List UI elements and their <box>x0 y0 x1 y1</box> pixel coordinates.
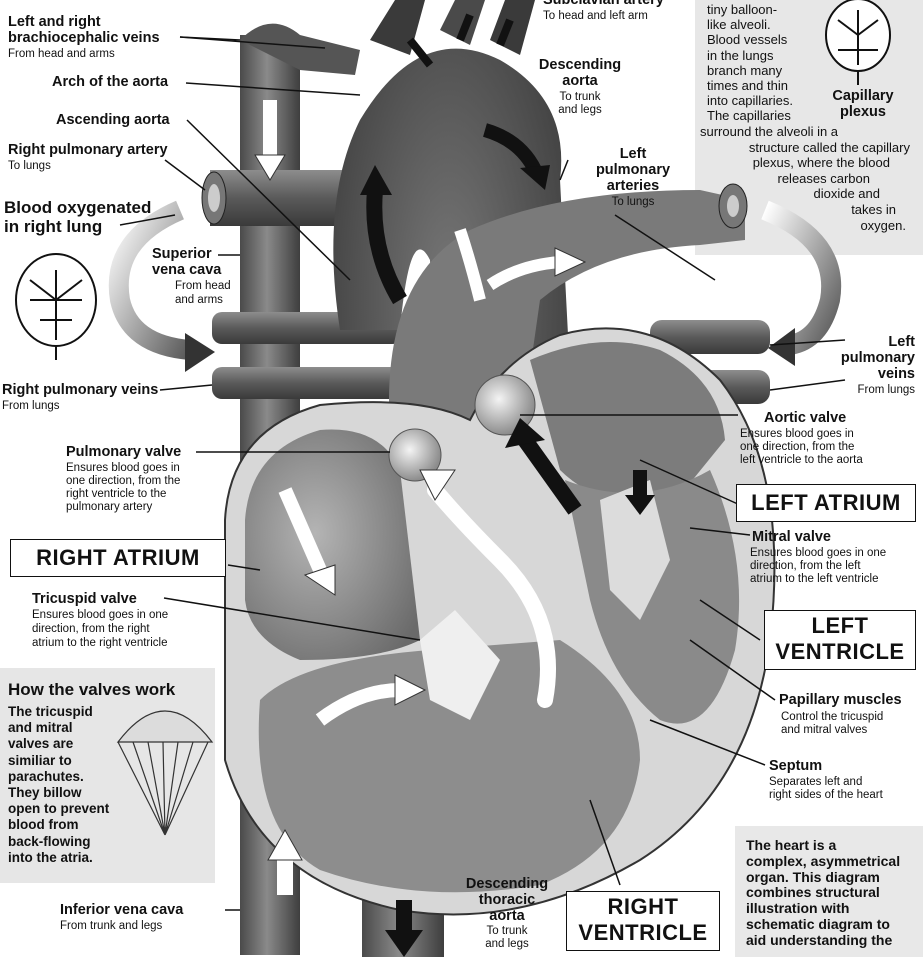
tricuspid-valve-sub-2: direction, from the right <box>32 623 150 636</box>
papillary-muscles-sub-1: Control the tricuspid <box>781 711 883 724</box>
mitral-valve-sub-3: atrium to the left ventricle <box>750 573 878 586</box>
right-atrium-label: RIGHT ATRIUM <box>10 539 226 577</box>
left-pulmonary-veins-sub: From lungs <box>790 384 915 397</box>
valves-panel-text: The tricuspid and mitral valves are simi… <box>8 704 109 866</box>
septum-sub-2: right sides of the heart <box>769 789 883 802</box>
septum-title: Septum <box>769 758 822 774</box>
lung-capillary-icon-left <box>16 254 96 360</box>
left-ventricle-label: LEFT VENTRICLE <box>764 610 916 670</box>
right-ventricle-label: RIGHT VENTRICLE <box>566 891 720 951</box>
descending-aorta-title-2: aorta <box>535 73 625 89</box>
descending-aorta-title-1: Descending <box>535 57 625 73</box>
right-pulmonary-veins-sub: From lungs <box>2 400 60 413</box>
capillary-caption-2: plexus <box>818 104 908 120</box>
right-pulmonary-artery-title: Right pulmonary artery <box>8 142 168 158</box>
aortic-valve-title: Aortic valve <box>764 410 846 426</box>
left-atrium-label: LEFT ATRIUM <box>736 484 916 522</box>
descending-thoracic-aorta-sub-1: To trunk <box>452 925 562 938</box>
aortic-valve-sub-3: left ventricle to the aorta <box>740 454 863 467</box>
descending-aorta-sub-1: To trunk <box>535 91 625 104</box>
arch-aorta-title: Arch of the aorta <box>52 74 168 90</box>
descending-aorta-sub-2: and legs <box>535 104 625 117</box>
superior-vena-cava-sub-1: From head <box>175 280 231 293</box>
mitral-valve-sub-1: Ensures blood goes in one <box>750 547 886 560</box>
ascending-aorta-title: Ascending aorta <box>56 112 170 128</box>
pulmonary-valve-sub-3: right ventricle to the <box>66 488 166 501</box>
left-pulmonary-veins-title-2: pulmonary <box>790 350 915 366</box>
tricuspid-valve-sub-3: atrium to the right ventricle <box>32 637 168 650</box>
blood-oxygenated-2: in right lung <box>4 217 102 236</box>
descending-thoracic-aorta-sub-2: and legs <box>452 938 562 951</box>
heart-note-text: The heart is a complex, asymmetrical org… <box>746 838 900 949</box>
inferior-vena-cava-sub: From trunk and legs <box>60 920 162 933</box>
left-pulmonary-veins-title-3: veins <box>790 366 915 382</box>
capillary-caption-1: Capillary <box>818 88 908 104</box>
subclavian-artery-title: Subclavian artery <box>543 0 664 8</box>
papillary-muscles-sub-2: and mitral valves <box>781 724 867 737</box>
descending-thoracic-aorta-title-2: thoracic <box>452 892 562 908</box>
aortic-valve-sub-1: Ensures blood goes in <box>740 428 854 441</box>
inferior-vena-cava-title: Inferior vena cava <box>60 902 183 918</box>
pulmonary-valve-sub-4: pulmonary artery <box>66 501 152 514</box>
left-pulmonary-arteries-sub: To lungs <box>583 196 683 209</box>
capillary-panel-wide-text: surround the alveoli in a structure call… <box>700 124 910 233</box>
valves-panel-title: How the valves work <box>8 680 175 699</box>
septum-sub-1: Separates left and <box>769 776 862 789</box>
papillary-muscles-title: Papillary muscles <box>779 692 902 708</box>
brachiocephalic-title-2: brachiocephalic veins <box>8 30 160 46</box>
aortic-valve-sub-2: one direction, from the <box>740 441 854 454</box>
mitral-valve-sub-2: direction, from the left <box>750 560 861 573</box>
left-pulmonary-arteries-title-1: Left <box>583 146 683 162</box>
brachiocephalic-sub: From head and arms <box>8 48 115 61</box>
mitral-valve-title: Mitral valve <box>752 529 831 545</box>
right-pulmonary-artery-sub: To lungs <box>8 160 51 173</box>
descending-thoracic-aorta-title-3: aorta <box>452 908 562 924</box>
brachiocephalic-title-1: Left and right <box>8 14 101 30</box>
tricuspid-valve-title: Tricuspid valve <box>32 591 137 607</box>
superior-vena-cava-sub-2: and arms <box>175 294 223 307</box>
superior-vena-cava-title-1: Superior <box>152 246 212 262</box>
tricuspid-valve-sub-1: Ensures blood goes in one <box>32 609 168 622</box>
pulmonary-valve-title: Pulmonary valve <box>66 444 181 460</box>
right-pulmonary-veins-title: Right pulmonary veins <box>2 382 158 398</box>
descending-thoracic-aorta-title-1: Descending <box>452 876 562 892</box>
pulmonary-valve-sub-2: one direction, from the <box>66 475 180 488</box>
capillary-panel-text: tiny balloon- like alveoli. Blood vessel… <box>707 2 793 124</box>
pulmonary-valve-sub-1: Ensures blood goes in <box>66 462 180 475</box>
left-pulmonary-arteries-title-3: arteries <box>583 178 683 194</box>
left-pulmonary-veins-title-1: Left <box>790 334 915 350</box>
left-pulmonary-arteries-title-2: pulmonary <box>583 162 683 178</box>
superior-vena-cava-title-2: vena cava <box>152 262 221 278</box>
blood-oxygenated-1: Blood oxygenated <box>4 198 151 217</box>
subclavian-artery-sub: To head and left arm <box>543 10 648 23</box>
right-pulmonary-vein-bottom <box>212 367 402 399</box>
